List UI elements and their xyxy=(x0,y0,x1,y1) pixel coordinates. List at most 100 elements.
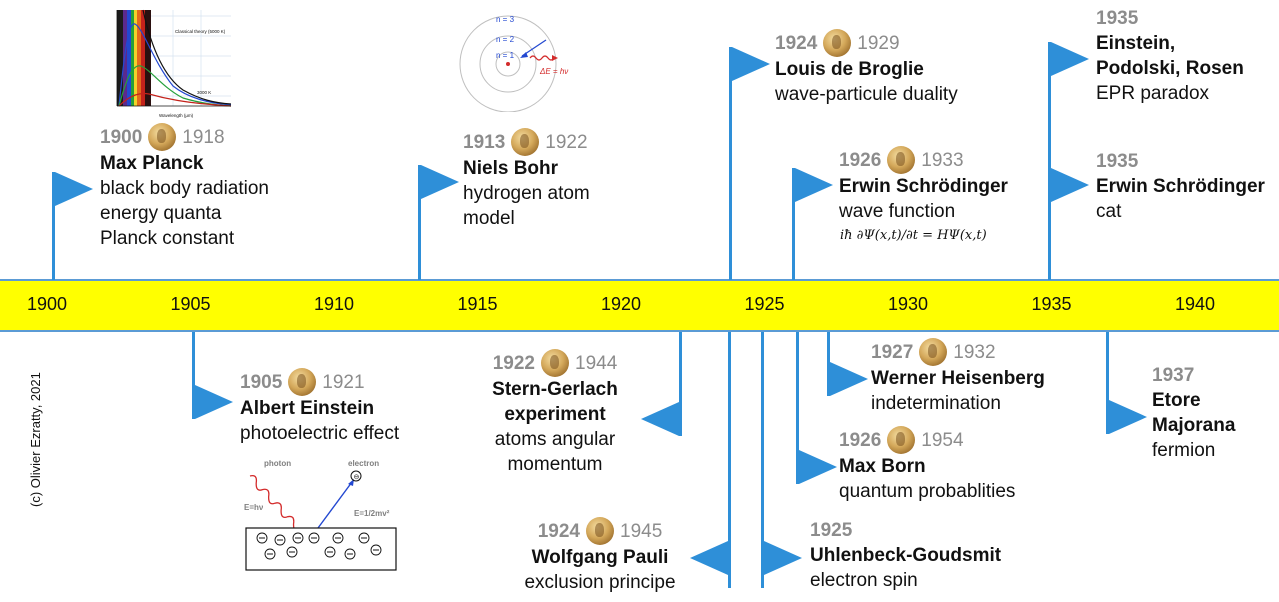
pole-pauli xyxy=(728,332,731,588)
scientist-name: Wolfgang Pauli xyxy=(531,547,669,568)
event-description: exclusion principe xyxy=(524,572,676,593)
pole-bohr xyxy=(418,165,421,280)
year-label: 1910 xyxy=(313,294,355,314)
pole-epr xyxy=(1048,42,1051,280)
scientist-name: Albert Einstein xyxy=(240,398,375,419)
event-description: atoms angular xyxy=(494,429,616,450)
bohr-n3-label: n = 3 xyxy=(496,15,515,24)
svg-text:⊖: ⊖ xyxy=(354,474,360,481)
scientist-name: Werner Heisenberg xyxy=(871,368,1045,389)
year-label: 1915 xyxy=(457,294,498,314)
event-description: black body radiation xyxy=(100,178,269,199)
event-year: 1924 xyxy=(775,32,818,54)
scientist-name: Majorana xyxy=(1152,415,1236,436)
flag-uhlenbeck xyxy=(764,541,802,575)
schrodinger-equation-text: iħ ∂Ψ(x,t)/∂t = HΨ(x,t) xyxy=(840,228,987,243)
nobel-medal-icon xyxy=(887,146,916,174)
nobel-medal-icon xyxy=(511,128,540,156)
pole-stern-gerlach xyxy=(679,332,682,436)
flag-heisenberg xyxy=(830,362,868,396)
plot-label-classical: Classical theory (5000 K) xyxy=(175,29,226,34)
plot-label-3000k: 3000 K xyxy=(197,90,211,95)
year-label: 1935 xyxy=(1031,294,1072,314)
flag-bohr xyxy=(421,165,459,199)
flag-schrodinger-cat xyxy=(1051,168,1089,202)
bohr-n1-label: n = 1 xyxy=(496,51,515,60)
event-year: 1922 xyxy=(492,352,535,374)
bohr-atom-diagram: n = 3 n = 2 n = 1 ΔE = hν xyxy=(459,15,568,112)
event-year: 1925 xyxy=(810,520,853,541)
flag-einstein xyxy=(195,385,233,419)
scientist-name: Uhlenbeck-Goudsmit xyxy=(810,545,1002,566)
nobel-medal-icon xyxy=(586,517,614,545)
flag-debroglie xyxy=(732,47,770,81)
year-label: 1930 xyxy=(887,294,929,314)
nobel-year: 1954 xyxy=(921,429,964,451)
copyright-notice: (c) Olivier Ezratty, 2021 xyxy=(28,372,43,507)
event-year: 1926 xyxy=(839,149,882,171)
year-label: 1920 xyxy=(600,294,642,314)
event-year: 1905 xyxy=(240,371,283,393)
flag-epr xyxy=(1051,42,1089,76)
event-description: model xyxy=(463,208,515,229)
event-card-epr: 1935 Einstein, Podolski, Rosen EPR parad… xyxy=(1096,6,1244,106)
flag-stern-gerlach xyxy=(641,402,679,436)
scientist-name: Louis de Broglie xyxy=(775,59,924,80)
nobel-medal-icon xyxy=(541,349,569,377)
event-year: 1935 xyxy=(1096,8,1139,29)
flag-majorana xyxy=(1109,400,1147,434)
event-description: hydrogen atom xyxy=(463,183,590,204)
scientist-name: Erwin Schrödinger xyxy=(1096,176,1265,197)
flag-planck xyxy=(55,172,93,206)
pole-uhlenbeck xyxy=(761,332,764,588)
event-year: 1900 xyxy=(100,126,143,148)
bohr-energy-label: ΔE = hν xyxy=(539,67,568,76)
event-year: 1927 xyxy=(871,341,914,363)
event-description: Planck constant xyxy=(100,228,235,249)
pole-debroglie xyxy=(729,47,732,280)
nobel-year: 1932 xyxy=(953,341,996,363)
plot-xlabel: Wavelength (μm) xyxy=(159,113,194,118)
nobel-medal-icon xyxy=(919,338,948,366)
flag-schrodinger-wave xyxy=(795,168,833,202)
scientist-name: Max Planck xyxy=(100,153,204,174)
nobel-year: 1933 xyxy=(921,149,964,171)
pole-majorana xyxy=(1106,332,1109,434)
year-label: 1925 xyxy=(744,294,785,314)
flag-pauli xyxy=(690,541,728,575)
nobel-year: 1922 xyxy=(545,131,588,153)
event-year: 1926 xyxy=(839,429,882,451)
scientist-name: experiment xyxy=(504,404,606,425)
year-label: 1940 xyxy=(1174,294,1216,314)
scientist-name: Podolski, Rosen xyxy=(1096,58,1244,79)
flag-born xyxy=(799,450,837,484)
pole-einstein xyxy=(192,332,195,419)
pole-planck xyxy=(52,172,55,280)
event-card-born: 1926 1954 Max Born quantum probablities xyxy=(839,426,1015,504)
event-description: energy quanta xyxy=(100,203,222,224)
scientist-name: Stern-Gerlach xyxy=(492,379,618,400)
pole-schrodinger-wave xyxy=(792,168,795,280)
nobel-year: 1929 xyxy=(857,32,900,54)
bohr-n2-label: n = 2 xyxy=(496,35,515,44)
nobel-year: 1945 xyxy=(620,520,663,542)
event-description: quantum probablities xyxy=(839,481,1016,502)
event-card-majorana: 1937 Etore Majorana fermion xyxy=(1152,363,1235,463)
year-label: 1900 xyxy=(26,294,68,314)
event-card-schrodinger-cat: 1935 Erwin Schrödinger cat xyxy=(1096,149,1265,224)
event-year: 1937 xyxy=(1152,365,1195,386)
nobel-medal-icon xyxy=(148,123,177,151)
nobel-medal-icon xyxy=(288,368,317,396)
year-label: 1905 xyxy=(170,294,211,314)
photon-energy-label: E=hν xyxy=(244,503,264,512)
photoelectric-effect-diagram: photon electron ⊖ E=hν E=1/2mv² xyxy=(244,459,397,571)
scientist-name: Max Born xyxy=(839,456,926,477)
